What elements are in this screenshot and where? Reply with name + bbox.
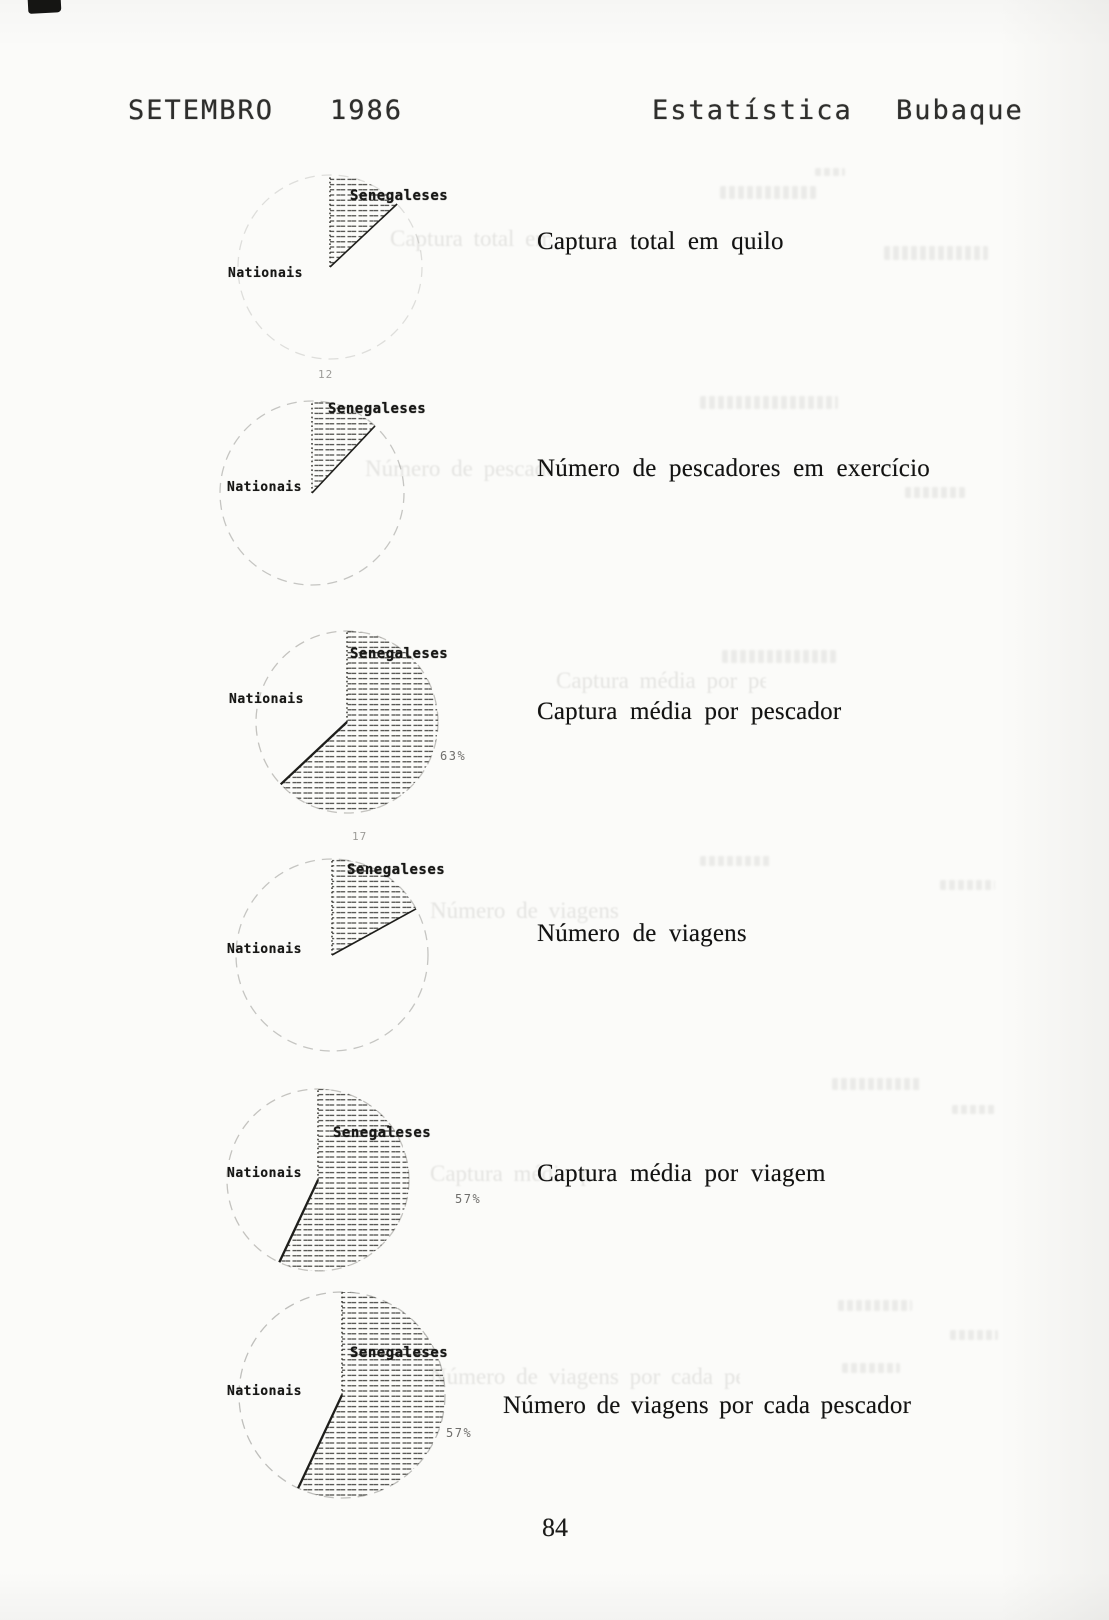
bleed-through-text: Captura média por pescador	[556, 668, 766, 693]
scan-smudge	[700, 856, 770, 866]
chart-caption: Captura média por pescador	[537, 698, 842, 725]
slice-senegaleses	[298, 1292, 445, 1498]
bleed-through-text: Captura total em quilo	[390, 226, 550, 251]
pie-viagens-por-pescador	[238, 1291, 446, 1499]
slice-label-nationais: Nationais	[227, 942, 302, 957]
scan-smudge	[905, 487, 965, 498]
scan-smudge	[950, 1330, 998, 1340]
pie-captura-total	[237, 174, 423, 360]
slice-label-senegaleses: Senegaleses	[350, 188, 449, 204]
percentage-annotation: 57%	[455, 1192, 482, 1206]
chart-caption: Captura média por viagem	[537, 1160, 826, 1187]
slice-senegaleses	[312, 400, 375, 493]
scan-smudge	[815, 168, 845, 176]
header-location: Bubaque	[896, 95, 1024, 126]
header-title: Estatística	[652, 95, 853, 126]
chart-caption: Número de viagens por cada pescador	[503, 1392, 912, 1419]
slice-senegaleses	[280, 631, 439, 814]
slice-label-senegaleses: Senegaleses	[347, 862, 446, 878]
scan-smudge	[838, 1300, 912, 1311]
slice-label-senegaleses: Senegaleses	[350, 1345, 449, 1361]
slice-label-senegaleses: Senegaleses	[328, 401, 427, 417]
slice-label-nationais: Nationais	[228, 266, 303, 281]
slice-end-radius	[297, 1394, 344, 1489]
pie-captura-media-viagem	[226, 1088, 410, 1272]
faint-annotation: 17	[352, 830, 368, 843]
scan-smudge	[832, 1078, 920, 1090]
scan-smudge	[720, 186, 816, 199]
bleed-through-text: Captura média por viagem	[430, 1161, 590, 1186]
slice-label-nationais: Nationais	[227, 480, 302, 495]
scan-smudge	[952, 1105, 997, 1114]
percentage-annotation: 63%	[440, 749, 467, 763]
scan-smudge	[842, 1363, 900, 1373]
scan-smudge	[884, 246, 988, 260]
percentage-annotation: 57%	[446, 1426, 473, 1440]
slice-label-nationais: Nationais	[227, 1384, 302, 1399]
header-year: 1986	[330, 95, 404, 126]
faint-annotation: 12	[318, 368, 334, 381]
slice-end-radius	[329, 203, 398, 268]
page-number: 84	[542, 1513, 568, 1542]
bleed-through-text: Número de viagens	[430, 898, 619, 923]
scan-smudge	[722, 650, 836, 663]
slice-senegaleses	[279, 1089, 410, 1271]
bleed-through-text: Número de viagens por cada pescador	[430, 1364, 740, 1389]
slice-label-nationais: Nationais	[229, 692, 304, 707]
slice-senegaleses	[332, 859, 417, 955]
chart-caption: Número de viagens	[537, 920, 747, 947]
slice-label-senegaleses: Senegaleses	[333, 1125, 432, 1141]
bleed-through-text: Número de pescadores em exercício	[365, 456, 550, 481]
scan-smudge	[940, 880, 995, 890]
pie-viagens	[235, 858, 429, 1052]
scan-smudge	[700, 396, 838, 409]
slice-label-nationais: Nationais	[227, 1166, 302, 1181]
slice-end-radius	[331, 908, 417, 956]
header-month: SETEMBRO	[128, 95, 275, 126]
chart-caption: Captura total em quilo	[537, 228, 784, 255]
chart-caption: Número de pescadores em exercício	[537, 455, 930, 482]
slice-end-radius	[278, 1179, 320, 1263]
slice-end-radius	[279, 721, 348, 786]
slice-label-senegaleses: Senegaleses	[350, 646, 449, 662]
slice-end-radius	[311, 425, 376, 494]
pie-captura-media-pescador	[255, 630, 439, 814]
pie-pescadores	[219, 400, 405, 586]
slice-senegaleses	[330, 174, 398, 267]
